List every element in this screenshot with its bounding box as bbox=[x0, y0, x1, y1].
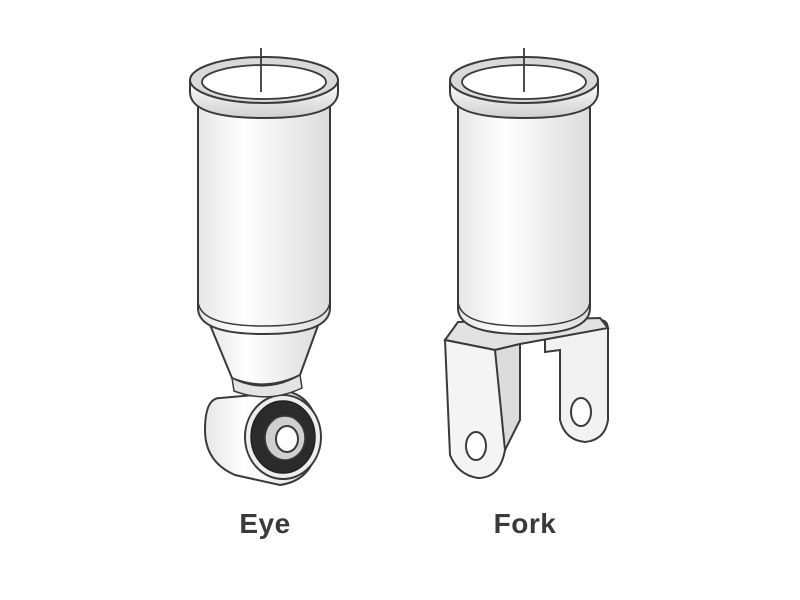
eye-cylinder bbox=[197, 99, 331, 336]
fork-bracket bbox=[443, 316, 610, 480]
fork-cylinder bbox=[457, 99, 591, 336]
fork-mount-drawing bbox=[443, 48, 610, 480]
eye-mount-figure: Eye bbox=[140, 0, 390, 560]
fork-mount-figure: Fork bbox=[400, 0, 650, 560]
fork-hole-front bbox=[465, 431, 487, 461]
fork-top-ring bbox=[449, 48, 599, 120]
eye-cone bbox=[206, 319, 322, 398]
fork-hole-rear bbox=[570, 397, 592, 427]
eye-label: Eye bbox=[239, 508, 291, 539]
eye-bushing bbox=[244, 394, 322, 480]
eye-top-ring bbox=[189, 48, 339, 120]
eye-mount-drawing bbox=[189, 48, 339, 487]
fork-label: Fork bbox=[493, 508, 557, 539]
